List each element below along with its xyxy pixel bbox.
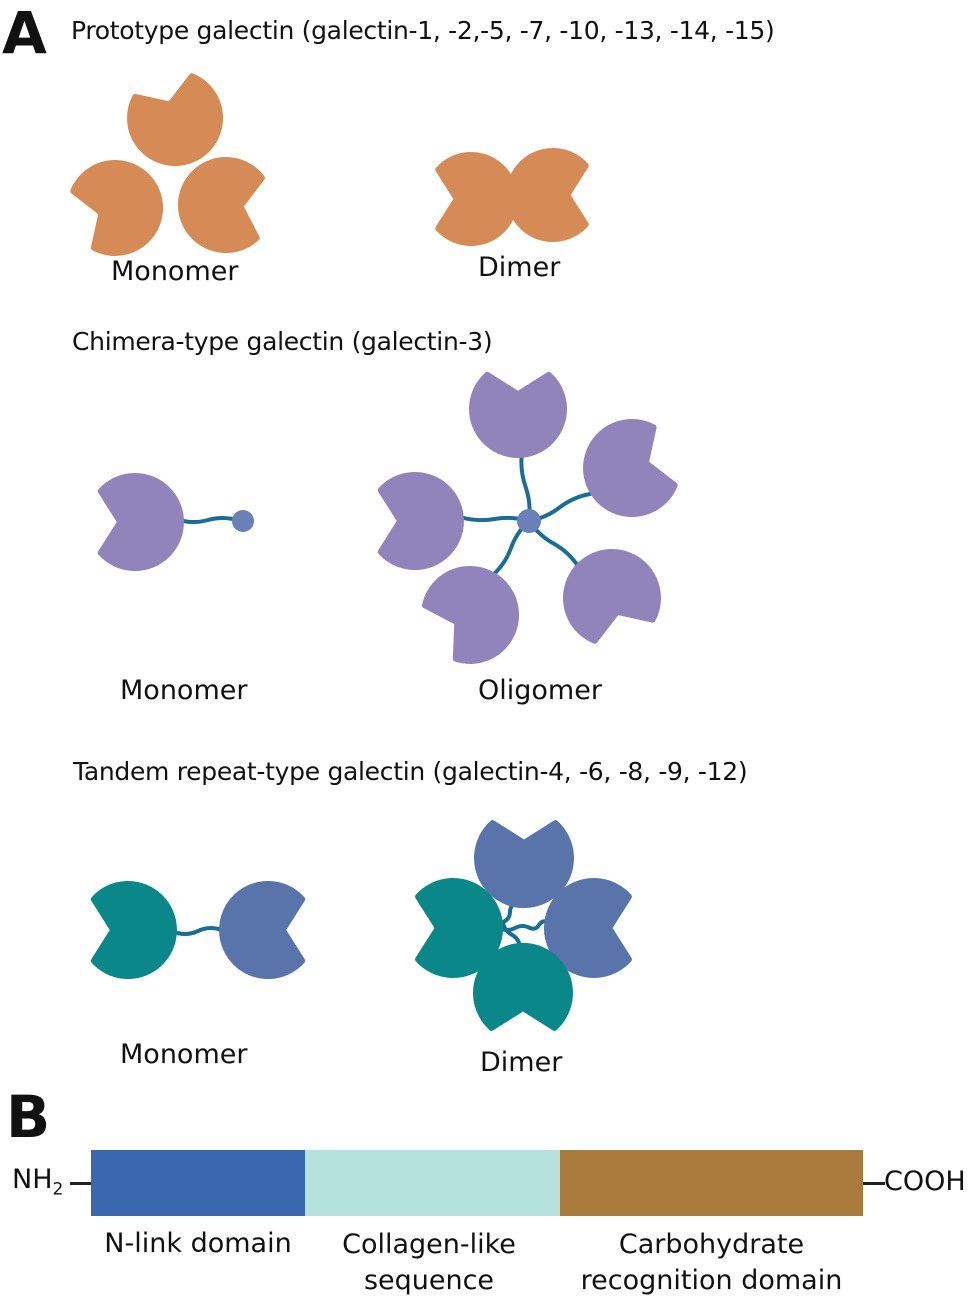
oligomer-crd-4 xyxy=(422,565,519,664)
tandem-heading: Tandem repeat-type galectin (galectin-4,… xyxy=(73,757,748,786)
n-link-domain-label-line1: N-link domain xyxy=(104,1228,292,1259)
n-terminus-subscript: 2 xyxy=(52,1179,64,1200)
tandem-dimer-linker-3 xyxy=(498,924,532,932)
carbohydrate-recognition-label: Carbohydrate recognition domain xyxy=(560,1227,863,1299)
chimera-monomer-n-terminal xyxy=(232,510,254,532)
tandem-dimer-crd-right xyxy=(543,878,632,978)
chimera-monomer-label: Monomer xyxy=(120,675,248,706)
panel-a-letter: A xyxy=(2,0,47,67)
domain-carbohydrate-recognition xyxy=(560,1150,863,1216)
panel-a-artwork xyxy=(70,73,678,1031)
tandem-dimer-crd-top xyxy=(474,820,574,909)
n-terminus-bond xyxy=(70,1182,91,1185)
c-terminus-label: COOH xyxy=(884,1166,966,1197)
tandem-dimer-label: Dimer xyxy=(480,1047,563,1078)
oligomer-crd-2 xyxy=(583,419,678,518)
c-terminus-bond xyxy=(863,1182,885,1185)
prototype-dimer-label: Dimer xyxy=(478,252,561,283)
tandem-dimer-crd-left xyxy=(415,878,504,978)
oligomer-crd-1 xyxy=(469,371,567,458)
oligomer-crd-5 xyxy=(377,472,464,570)
collagen-like-label: Collagen-like sequence xyxy=(305,1227,553,1299)
prototype-dimer-unit-left xyxy=(435,152,518,246)
chimera-monomer-crd xyxy=(97,473,184,571)
prototype-monomer-label: Monomer xyxy=(111,256,239,287)
tandem-dimer-crd-bottom xyxy=(473,942,573,1031)
prototype-heading: Prototype galectin (galectin-1, -2,-5, -… xyxy=(71,16,775,45)
tandem-monomer-crd-2 xyxy=(219,881,306,979)
tandem-monomer-label: Monomer xyxy=(120,1039,248,1070)
carbohydrate-recognition-label-line2: recognition domain xyxy=(580,1265,843,1296)
domain-n-link xyxy=(91,1150,305,1216)
chimera-monomer-tail xyxy=(174,516,242,524)
prototype-monomer-unit-top xyxy=(127,73,223,166)
domain-collagen-like xyxy=(305,1150,560,1216)
chimera-heading: Chimera-type galectin (galectin-3) xyxy=(72,327,493,356)
tandem-monomer-crd-1 xyxy=(90,881,177,979)
oligomer-core xyxy=(517,509,541,533)
collagen-like-label-line2: sequence xyxy=(363,1265,495,1296)
shapes xyxy=(70,73,678,1031)
collagen-like-label-line1: Collagen-like xyxy=(342,1229,516,1260)
n-terminus-label: NH2 xyxy=(12,1166,63,1198)
tandem-dimer-linker-2 xyxy=(501,920,522,949)
prototype-monomer-unit-left xyxy=(70,160,163,256)
carbohydrate-recognition-label-line1: Carbohydrate xyxy=(618,1229,805,1260)
n-link-domain-label: N-link domain xyxy=(91,1226,305,1262)
n-terminus-text: NH xyxy=(12,1164,53,1195)
prototype-monomer-unit-right xyxy=(178,157,265,254)
chimera-oligomer-label: Oligomer xyxy=(478,675,602,706)
prototype-dimer-unit-right xyxy=(506,148,589,242)
tandem-monomer-linker xyxy=(170,926,226,936)
panel-b-letter: B xyxy=(6,1083,51,1151)
oligomer-crd-3 xyxy=(562,549,661,644)
